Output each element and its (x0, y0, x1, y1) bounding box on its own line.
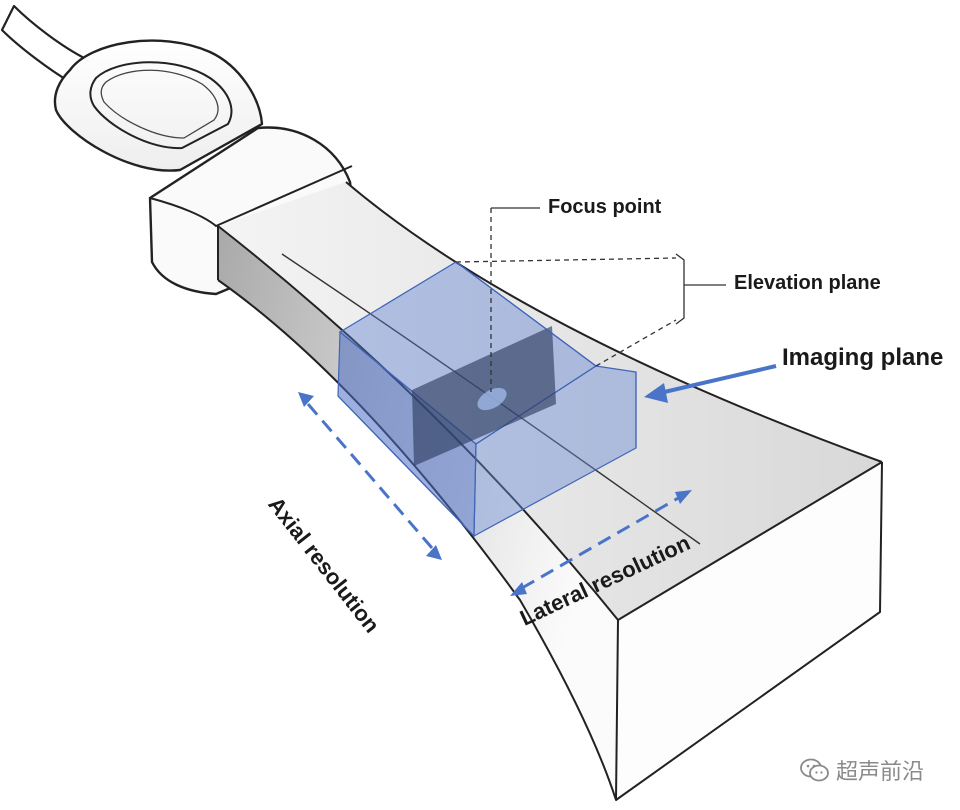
leader-lines (455, 207, 726, 392)
beam-front-face (218, 226, 618, 800)
focal-volume (337, 261, 637, 538)
imaging-plane-label: Imaging plane (782, 344, 944, 371)
probe-head-ridge (149, 165, 353, 228)
axial-resolution-arrow (298, 392, 442, 560)
elevation-plane-label: Elevation plane (734, 272, 881, 294)
beam-end-face (616, 462, 882, 800)
watermark-text: 超声前沿 (836, 760, 925, 785)
lateral-resolution-arrow (510, 490, 692, 596)
probe-grip-inner (100, 69, 219, 139)
probe-grip-inset (89, 61, 233, 150)
watermark: 超声前沿 (800, 754, 924, 786)
imaging-plane-arrow (644, 364, 777, 403)
wechat-icon (800, 758, 829, 782)
focus-point-label: Focus point (548, 196, 662, 218)
focus-spot (477, 387, 507, 411)
probe-handle (53, 39, 264, 172)
